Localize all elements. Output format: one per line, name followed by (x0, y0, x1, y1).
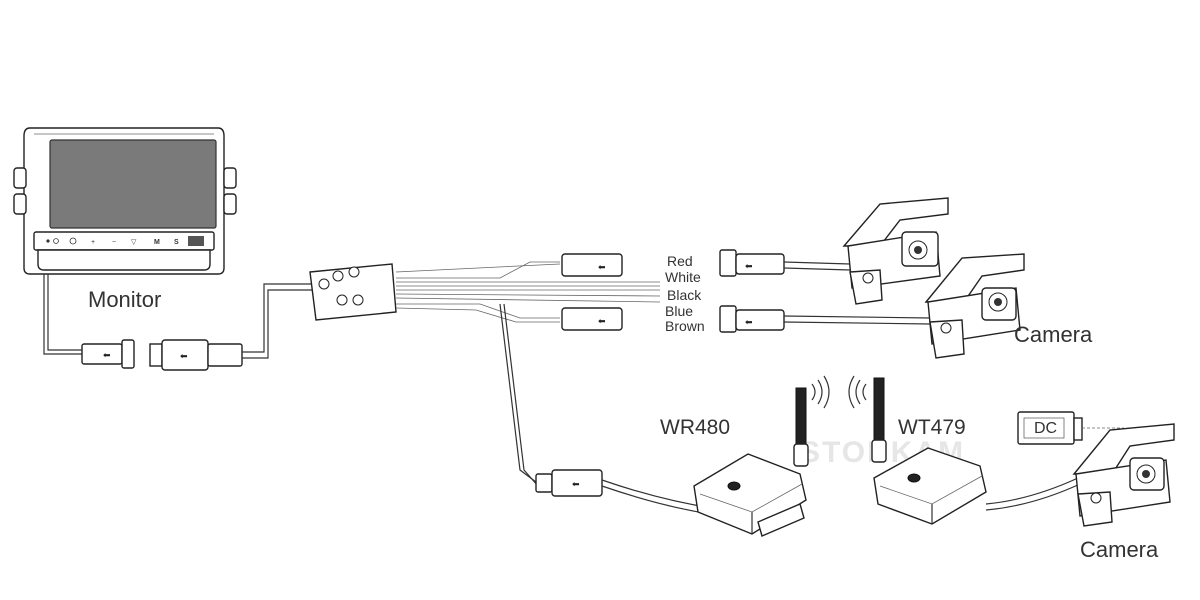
wifi-waves-icon (811, 375, 867, 409)
wire-label-blue: Blue (665, 303, 693, 319)
camera-connector-lower: ⬅ (561, 307, 623, 331)
monitor: + − ▽ M S (13, 127, 237, 275)
wire-label-black: Black (667, 287, 702, 303)
connector-arrow-icon: ⬅ (103, 350, 111, 360)
svg-text:⬅: ⬅ (745, 261, 753, 271)
wire-label-red: Red (667, 253, 693, 269)
monitor-buttons: + − ▽ M S (46, 236, 204, 246)
svg-text:▽: ▽ (131, 239, 137, 246)
svg-text:−: − (112, 239, 116, 246)
wt479-label: WT479 (898, 416, 966, 439)
camera-top (842, 197, 949, 305)
receiver-connector: ⬅ (535, 469, 603, 497)
wr480-label: WR480 (660, 416, 730, 439)
wire-label-white: White (665, 269, 701, 285)
camera-plug-lower: ⬅ (719, 305, 931, 333)
svg-text:+: + (91, 239, 95, 246)
camera-connector-upper: ⬅ (561, 253, 623, 277)
camera-top-label: Camera (1014, 322, 1093, 347)
svg-text:⬅: ⬅ (598, 316, 606, 326)
monitor-screen (49, 139, 217, 229)
splitter-box (309, 263, 397, 321)
camera-bottom-label: Camera (1080, 537, 1159, 562)
connector-arrow-icon: ⬅ (180, 351, 188, 361)
wire-bundle (395, 261, 661, 487)
dc-label: DC (1034, 420, 1057, 437)
camera-plug-upper: ⬅ (719, 249, 851, 277)
svg-text:⬅: ⬅ (572, 479, 580, 489)
svg-text:M: M (154, 239, 160, 246)
wt479-transmitter (871, 377, 987, 525)
svg-text:S: S (174, 239, 179, 246)
svg-text:⬅: ⬅ (745, 317, 753, 327)
camera-bottom (1072, 423, 1175, 527)
wire-label-brown: Brown (665, 318, 705, 334)
dc-power-box (1017, 411, 1124, 445)
extension-connector: ⬅ ⬅ (81, 339, 243, 371)
wr480-receiver (693, 387, 809, 537)
monitor-label: Monitor (88, 287, 161, 312)
wire-labels: Red White Black Blue Brown (665, 253, 705, 334)
camera-middle (924, 253, 1025, 359)
svg-text:⬅: ⬅ (598, 262, 606, 272)
monitor-cable (43, 274, 82, 355)
